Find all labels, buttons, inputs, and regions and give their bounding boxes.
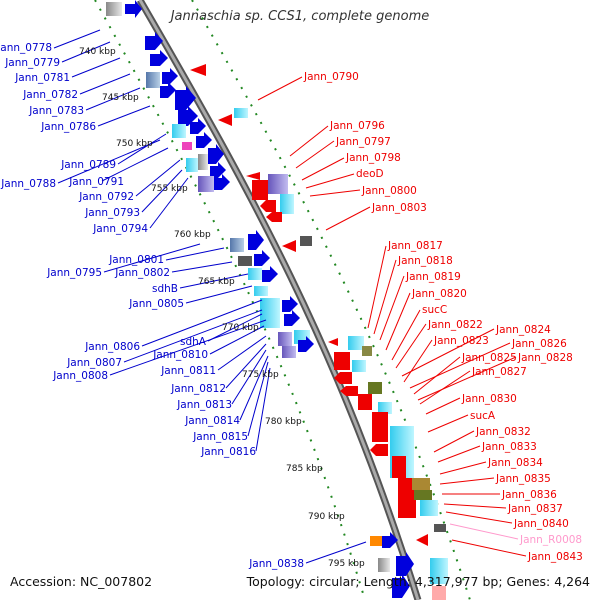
gene-label[interactable]: Jann_0811 — [160, 365, 216, 377]
gene-label[interactable]: Jann_0789 — [60, 159, 116, 171]
gene-label[interactable]: Jann_0824 — [495, 324, 551, 336]
scale-dotted-line-outer — [94, 0, 366, 600]
gene-label[interactable]: Jann_0827 — [471, 366, 527, 378]
gene-label[interactable]: Jann_0802 — [114, 267, 170, 279]
gene-label[interactable]: Jann_0805 — [128, 298, 184, 310]
gene-label[interactable]: Jann_0814 — [184, 415, 240, 427]
gene-label[interactable]: Jann_0825 — [461, 352, 517, 364]
gene-label[interactable]: Jann_0835 — [495, 473, 551, 485]
gene-label[interactable]: Jann_0819 — [405, 271, 461, 283]
reverse-leader-lines — [257, 76, 527, 557]
rna-label[interactable]: Jann_R0008 — [519, 534, 582, 546]
scale-tick-label: 775 kbp — [242, 370, 279, 380]
scale-tick-label: 760 kbp — [174, 230, 211, 240]
reverse-gene-labels[interactable]: Jann_0790 Jann_0796 Jann_0797 Jann_0798 … — [303, 71, 583, 563]
gene-label[interactable]: Jann_0828 — [517, 352, 573, 364]
gene-label[interactable]: Jann_0838 — [248, 558, 304, 570]
gene-label[interactable]: Jann_0790 — [303, 71, 359, 83]
gene-label[interactable]: Jann_0778 — [0, 42, 52, 54]
gene-label[interactable]: Jann_0794 — [92, 223, 148, 235]
scale-tick-label: 745 kbp — [102, 93, 139, 103]
gene-label[interactable]: sucA — [470, 410, 496, 422]
gene-label[interactable]: Jann_0800 — [361, 185, 417, 197]
gene-label[interactable]: Jann_0788 — [0, 178, 56, 190]
forward-gene-labels[interactable]: Jann_0778 Jann_0779 Jann_0781 Jann_0782 … — [0, 42, 304, 570]
gene-label[interactable]: Jann_0807 — [66, 357, 122, 369]
scale-dotted-line-inner — [191, 0, 471, 600]
scale-tick-label: 755 kbp — [151, 184, 188, 194]
reverse-strand-genes — [190, 64, 448, 600]
gene-label[interactable]: Jann_0832 — [475, 426, 531, 438]
gene-label[interactable]: Jann_0826 — [511, 338, 567, 350]
gene-label[interactable]: Jann_0830 — [461, 393, 517, 405]
forward-leader-lines — [53, 29, 367, 564]
gene-label[interactable]: Jann_0815 — [192, 431, 248, 443]
gene-label[interactable]: Jann_0822 — [427, 319, 483, 331]
gene-label[interactable]: sdhB — [152, 283, 178, 295]
gene-label[interactable]: Jann_0781 — [14, 72, 70, 84]
gene-label[interactable]: Jann_0783 — [28, 105, 84, 117]
gene-label[interactable]: Jann_0820 — [411, 288, 467, 300]
gene-label[interactable]: sdhA — [180, 336, 207, 348]
gene-label[interactable]: Jann_0795 — [46, 267, 102, 279]
scale-tick-label: 785 kbp — [286, 464, 323, 474]
gene-label[interactable]: Jann_0786 — [40, 121, 96, 133]
gene-label[interactable]: Jann_0818 — [397, 255, 453, 267]
gene-label[interactable]: Jann_0813 — [176, 399, 232, 411]
scale-tick-label: 770 kbp — [222, 323, 259, 333]
gene-label[interactable]: Jann_0840 — [513, 518, 569, 530]
scale-tick-label: 765 kbp — [198, 277, 235, 287]
gene-label[interactable]: Jann_0798 — [345, 152, 401, 164]
scale-tick-label: 750 kbp — [116, 139, 153, 149]
gene-label[interactable]: Jann_0808 — [52, 370, 108, 382]
gene-label[interactable]: Jann_0782 — [22, 89, 78, 101]
rna-leader-line — [449, 523, 519, 540]
gene-label[interactable]: sucC — [422, 304, 447, 316]
gene-label[interactable]: Jann_0796 — [329, 120, 385, 132]
map-title: Jannaschia sp. CCS1, complete genome — [170, 9, 430, 24]
accession-text: Accession: NC_007802 — [10, 574, 153, 589]
scale-tick-label: 795 kbp — [328, 559, 365, 569]
gene-label[interactable]: Jann_0843 — [527, 551, 583, 563]
gene-label[interactable]: Jann_0797 — [335, 136, 391, 148]
gene-label[interactable]: Jann_0817 — [387, 240, 443, 252]
gene-label[interactable]: deoD — [356, 168, 384, 180]
gene-label[interactable]: Jann_0812 — [170, 383, 226, 395]
gene-label[interactable]: Jann_0793 — [84, 207, 140, 219]
gene-label[interactable]: Jann_0834 — [487, 457, 543, 469]
gene-label[interactable]: Jann_0836 — [501, 489, 557, 501]
gene-label[interactable]: Jann_0833 — [481, 441, 537, 453]
gene-label[interactable]: Jann_0791 — [68, 176, 124, 188]
scale-tick-labels: 740 kbp 745 kbp 750 kbp 755 kbp 760 kbp … — [79, 47, 365, 569]
scale-tick-label: 790 kbp — [308, 512, 345, 522]
gene-label[interactable]: Jann_0810 — [152, 349, 208, 361]
scale-tick-label: 740 kbp — [79, 47, 116, 57]
topology-text: Topology: circular; Length: 4,317,977 bp… — [246, 574, 590, 589]
forward-strand-genes — [106, 0, 414, 598]
gene-label[interactable]: Jann_0806 — [84, 341, 140, 353]
gene-label[interactable]: Jann_0823 — [433, 335, 489, 347]
gene-label[interactable]: Jann_0779 — [4, 57, 60, 69]
gene-label[interactable]: Jann_0837 — [507, 503, 563, 515]
scale-tick-label: 780 kbp — [265, 417, 302, 427]
gene-label[interactable]: Jann_0801 — [108, 254, 164, 266]
gene-label[interactable]: Jann_0792 — [78, 191, 134, 203]
gene-label[interactable]: Jann_0803 — [371, 202, 427, 214]
genome-backbone-highlight — [138, 0, 420, 600]
gene-label[interactable]: Jann_0816 — [200, 446, 256, 458]
